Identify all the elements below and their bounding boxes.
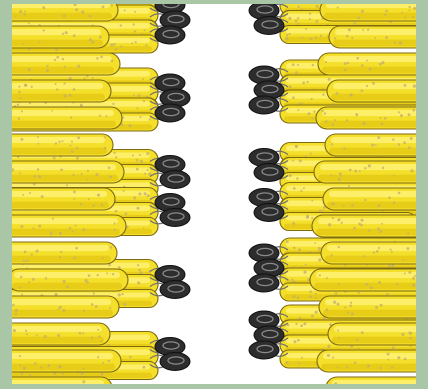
- fatty-acid-tail: [0, 53, 120, 75]
- fatty-acid-tail: [312, 215, 428, 237]
- phosphate-head: [155, 26, 185, 44]
- fatty-acid-tail: [318, 53, 428, 75]
- phosphate-head: [249, 96, 279, 114]
- fatty-acid-tail: [0, 377, 112, 389]
- phosphate-head: [254, 17, 284, 35]
- fatty-acid-tail: [0, 134, 113, 156]
- phosphate-head: [160, 171, 190, 189]
- fatty-acid-tail: [0, 26, 109, 48]
- fatty-acid-tail: [317, 350, 428, 372]
- fatty-acid-tail: [329, 26, 428, 48]
- fatty-acid-tail: [326, 377, 428, 389]
- fatty-acid-tail: [0, 215, 126, 237]
- fatty-acid-tail: [0, 296, 119, 318]
- fatty-acid-tail: [0, 323, 110, 345]
- fatty-acid-tail: [323, 188, 428, 210]
- phosphate-head: [160, 281, 190, 299]
- fatty-acid-tail: [320, 0, 428, 21]
- fatty-acid-tail: [325, 134, 428, 156]
- fatty-acid-tail: [0, 0, 118, 21]
- fatty-acid-tail: [0, 188, 115, 210]
- fatty-acid-tail: [327, 80, 428, 102]
- phosphate-head: [249, 341, 279, 359]
- phosphate-head: [254, 164, 284, 182]
- fatty-acid-tail: [0, 80, 111, 102]
- fatty-acid-tail: [0, 242, 117, 264]
- phosphate-head: [254, 204, 284, 222]
- fatty-acid-tail: [316, 107, 428, 129]
- fatty-acid-tail: [314, 161, 428, 183]
- fatty-acid-tail: [310, 269, 428, 291]
- phosphate-head: [249, 274, 279, 292]
- fatty-acid-tail: [0, 107, 122, 129]
- phosphate-head: [160, 353, 190, 371]
- fatty-acid-tail: [0, 350, 121, 372]
- fatty-acid-tail: [319, 296, 428, 318]
- fatty-acid-tail: [8, 269, 128, 291]
- left-leaflet: [0, 0, 190, 389]
- fatty-acid-tail: [328, 323, 428, 345]
- phosphate-head: [155, 104, 185, 122]
- fatty-acid-tail: [321, 242, 428, 264]
- phosphate-head: [160, 209, 190, 227]
- fatty-acid-tail: [0, 161, 124, 183]
- right-leaflet: [249, 0, 428, 389]
